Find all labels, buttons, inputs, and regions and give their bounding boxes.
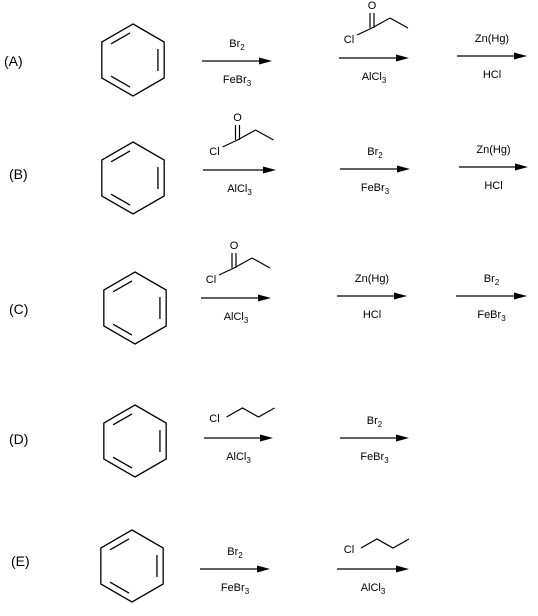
chlorine-atom: Cl	[344, 544, 354, 556]
reagent-above: Zn(Hg)	[475, 33, 509, 45]
propanoyl-chloride-structure: O Cl	[209, 112, 274, 158]
scheme-option-c: (C)	[9, 301, 28, 317]
reagent-below: FeBr3	[221, 582, 250, 596]
reagent-above: Zn(Hg)	[355, 273, 389, 285]
reagent-below: FeBr3	[361, 182, 390, 196]
reaction-arrow	[339, 54, 409, 62]
benzene-ring	[103, 404, 167, 478]
reagent-below: AlCl3	[227, 183, 252, 197]
benzene-ring	[103, 271, 167, 345]
reagent-above: Br2	[229, 38, 245, 52]
reagent-above: Br2	[367, 146, 383, 160]
reaction-arrow	[203, 166, 276, 174]
chlorine-atom: Cl	[206, 274, 216, 286]
benzene-ring	[100, 529, 164, 603]
reaction-arrow	[459, 163, 528, 171]
scheme-option-a: (A)	[4, 53, 23, 69]
reagent-above: Br2	[367, 415, 383, 429]
chlorine-atom: Cl	[209, 146, 219, 158]
reagent-below: AlCl3	[224, 311, 249, 325]
benzene-ring	[101, 23, 165, 97]
reagent-below: AlCl3	[361, 582, 386, 596]
reagent-below: FeBr3	[477, 309, 506, 323]
oxygen-atom: O	[233, 112, 242, 124]
reagent-above: Zn(Hg)	[476, 144, 510, 156]
propanoyl-chloride-structure: O Cl	[206, 240, 271, 286]
reaction-arrow	[337, 292, 407, 300]
reaction-arrow	[340, 434, 409, 442]
benzene-ring	[101, 141, 165, 215]
chlorine-atom: Cl	[209, 413, 219, 425]
scheme-option-b: (B)	[9, 166, 28, 182]
reagent-below: AlCl3	[226, 451, 251, 465]
scheme-option-d: (D)	[9, 431, 28, 447]
reaction-arrow	[456, 292, 527, 300]
reagent-below: FeBr3	[360, 451, 389, 465]
reagent-above: Br2	[227, 546, 243, 560]
reaction-arrow	[202, 57, 272, 65]
reagent-below: FeBr3	[223, 74, 252, 88]
option-label: (E)	[11, 553, 30, 569]
reaction-arrow	[457, 52, 527, 60]
reaction-arrow	[200, 565, 270, 573]
option-label: (D)	[9, 431, 28, 447]
option-label: (C)	[9, 301, 28, 317]
option-label: (A)	[4, 53, 23, 69]
chloropropane-structure: Cl	[344, 538, 410, 556]
chlorine-atom: Cl	[344, 34, 354, 46]
reaction-arrow	[201, 294, 271, 302]
reagent-below: HCl	[484, 180, 502, 192]
reagent-below: HCl	[483, 69, 501, 81]
oxygen-atom: O	[230, 240, 239, 252]
oxygen-atom: O	[368, 0, 377, 12]
chloropropane-structure: Cl	[209, 407, 275, 425]
reaction-arrow	[340, 165, 410, 173]
reaction-arrow	[337, 565, 409, 573]
reaction-arrow	[204, 434, 273, 442]
propanoyl-chloride-structure: O Cl	[344, 0, 409, 46]
reagent-above: Br2	[484, 273, 500, 287]
reagent-below: HCl	[363, 309, 381, 321]
option-label: (B)	[9, 166, 28, 182]
reagent-below: AlCl3	[362, 71, 387, 85]
scheme-option-e: (E)	[11, 553, 30, 569]
